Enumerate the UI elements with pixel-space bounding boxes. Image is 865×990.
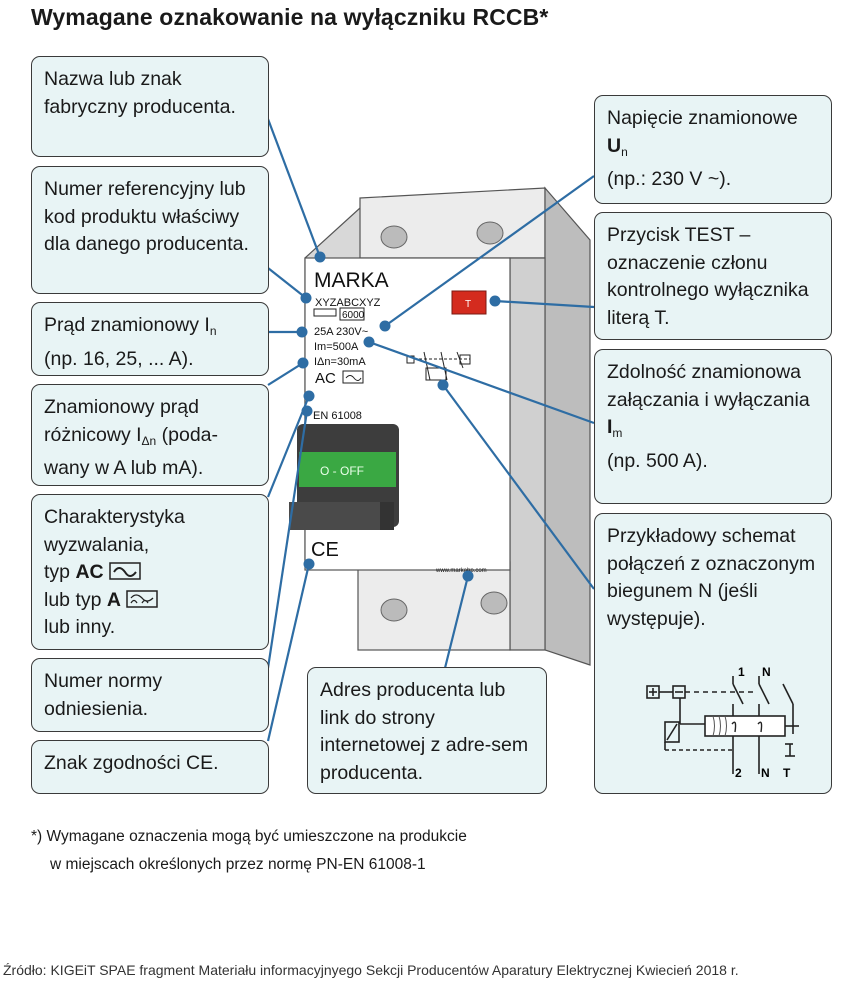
footnote-line1: *) Wymagane oznaczenia mogą być umieszcz… xyxy=(31,828,467,845)
test-button-letter: T xyxy=(465,299,471,310)
residual-current-unit: (poda-wany w A lub mA). xyxy=(44,423,219,480)
callout-test-button: Przycisk TEST – oznaczenie członu kontro… xyxy=(594,212,832,340)
norm-text: EN 61008 xyxy=(313,410,362,422)
residual-current-subscript: Δn xyxy=(141,433,157,448)
toggle-label: O - OFF xyxy=(320,464,364,478)
callout-manufacturer-name: Nazwa lub znak fabryczny producenta. xyxy=(31,56,269,157)
device-schema-small xyxy=(406,351,471,381)
schema-label-1: 1 xyxy=(738,665,745,679)
callout-trip-characteristic: Charakterystyka wyzwalania, typ AC lub t… xyxy=(31,494,269,650)
connection-schema-diagram: 1 N 2 N T xyxy=(646,665,799,780)
schema-label-n-bottom: N xyxy=(761,766,770,780)
capacity-box-text: 6000 xyxy=(342,310,365,321)
ac-wave-icon xyxy=(109,562,141,580)
idn-text: IΔn=30mA xyxy=(314,356,366,368)
ce-text: CE xyxy=(311,539,339,561)
char-a: A xyxy=(106,588,121,611)
callout-rated-voltage: Napięcie znamionowe Un (np.: 230 V ~). xyxy=(594,95,832,204)
schema-text: Przykładowy schemat połączeń z oznaczony… xyxy=(607,525,816,630)
callout-reference-number: Numer referencyjny lub kod produktu właś… xyxy=(31,166,269,294)
capacity-example: (np. 500 A). xyxy=(607,449,708,472)
test-button: T xyxy=(451,290,487,315)
voltage-example: (np.: 230 V ~). xyxy=(607,168,732,190)
source-note: Źródło: KIGEiT SPAE fragment Materiału i… xyxy=(3,962,739,978)
voltage-symbol: U xyxy=(607,134,622,157)
char-typ: typ xyxy=(44,561,76,583)
capacity-text: Zdolność znamionowa załączania i wyłącza… xyxy=(607,361,810,411)
code-text: XYZABCXYZ xyxy=(315,297,381,309)
page-title: Wymagane oznakowanie na wyłączniku RCCB* xyxy=(31,4,549,30)
voltage-subscript: n xyxy=(621,144,628,159)
device-label: MARKA XYZABCXYZ 6000 25A 230V~ Im=500A I… xyxy=(311,269,487,574)
leader-lines xyxy=(266,118,595,742)
leader-dots xyxy=(296,251,501,582)
callout-making-capacity: Zdolność znamionowa załączania i wyłącza… xyxy=(594,349,832,504)
char-inny: lub inny. xyxy=(44,616,116,638)
voltage-text: Napięcie znamionowe xyxy=(607,107,798,129)
schema-label-t: T xyxy=(783,766,791,780)
rated-current-example: (np. 16, 25, ... A). xyxy=(44,347,194,370)
a-wave-icon xyxy=(126,589,159,608)
char-ac: AC xyxy=(75,561,104,583)
im-text: Im=500A xyxy=(314,341,359,353)
callout-rated-current: Prąd znamionowy In (np. 16, 25, ... A). xyxy=(31,302,269,376)
current-voltage-text: 25A 230V~ xyxy=(314,326,368,338)
callout-address: Adres producenta lub link do strony inte… xyxy=(307,667,547,794)
callout-norm-number: Numer normy odniesienia. xyxy=(31,658,269,732)
website-text: www.markahp.com xyxy=(435,568,487,574)
brand-text: MARKA xyxy=(314,269,389,292)
footnote-line2: w miejscach określonych przez normę PN-E… xyxy=(50,856,426,873)
residual-current-text: Znamionowy prąd różnicowy I xyxy=(44,396,199,446)
rated-current-text: Prąd znamionowy I xyxy=(44,314,210,336)
char-lub: lub typ xyxy=(44,588,107,611)
device-toggle: O - OFF xyxy=(289,424,399,530)
schema-label-2: 2 xyxy=(735,766,742,780)
callout-ce-mark: Znak zgodności CE. xyxy=(31,740,269,794)
char-line1: Charakterystyka xyxy=(44,506,185,528)
capacity-symbol: I xyxy=(607,416,613,438)
rated-current-subscript: n xyxy=(209,324,217,338)
callout-residual-current: Znamionowy prąd różnicowy IΔn (poda-wany… xyxy=(31,384,269,486)
ac-text: AC xyxy=(315,370,336,387)
callout-connection-schema: Przykładowy schemat połączeń z oznaczony… xyxy=(594,513,832,794)
char-line2: wyzwalania, xyxy=(44,533,150,556)
capacity-subscript: m xyxy=(612,426,623,440)
schema-label-n-top: N xyxy=(762,665,771,679)
